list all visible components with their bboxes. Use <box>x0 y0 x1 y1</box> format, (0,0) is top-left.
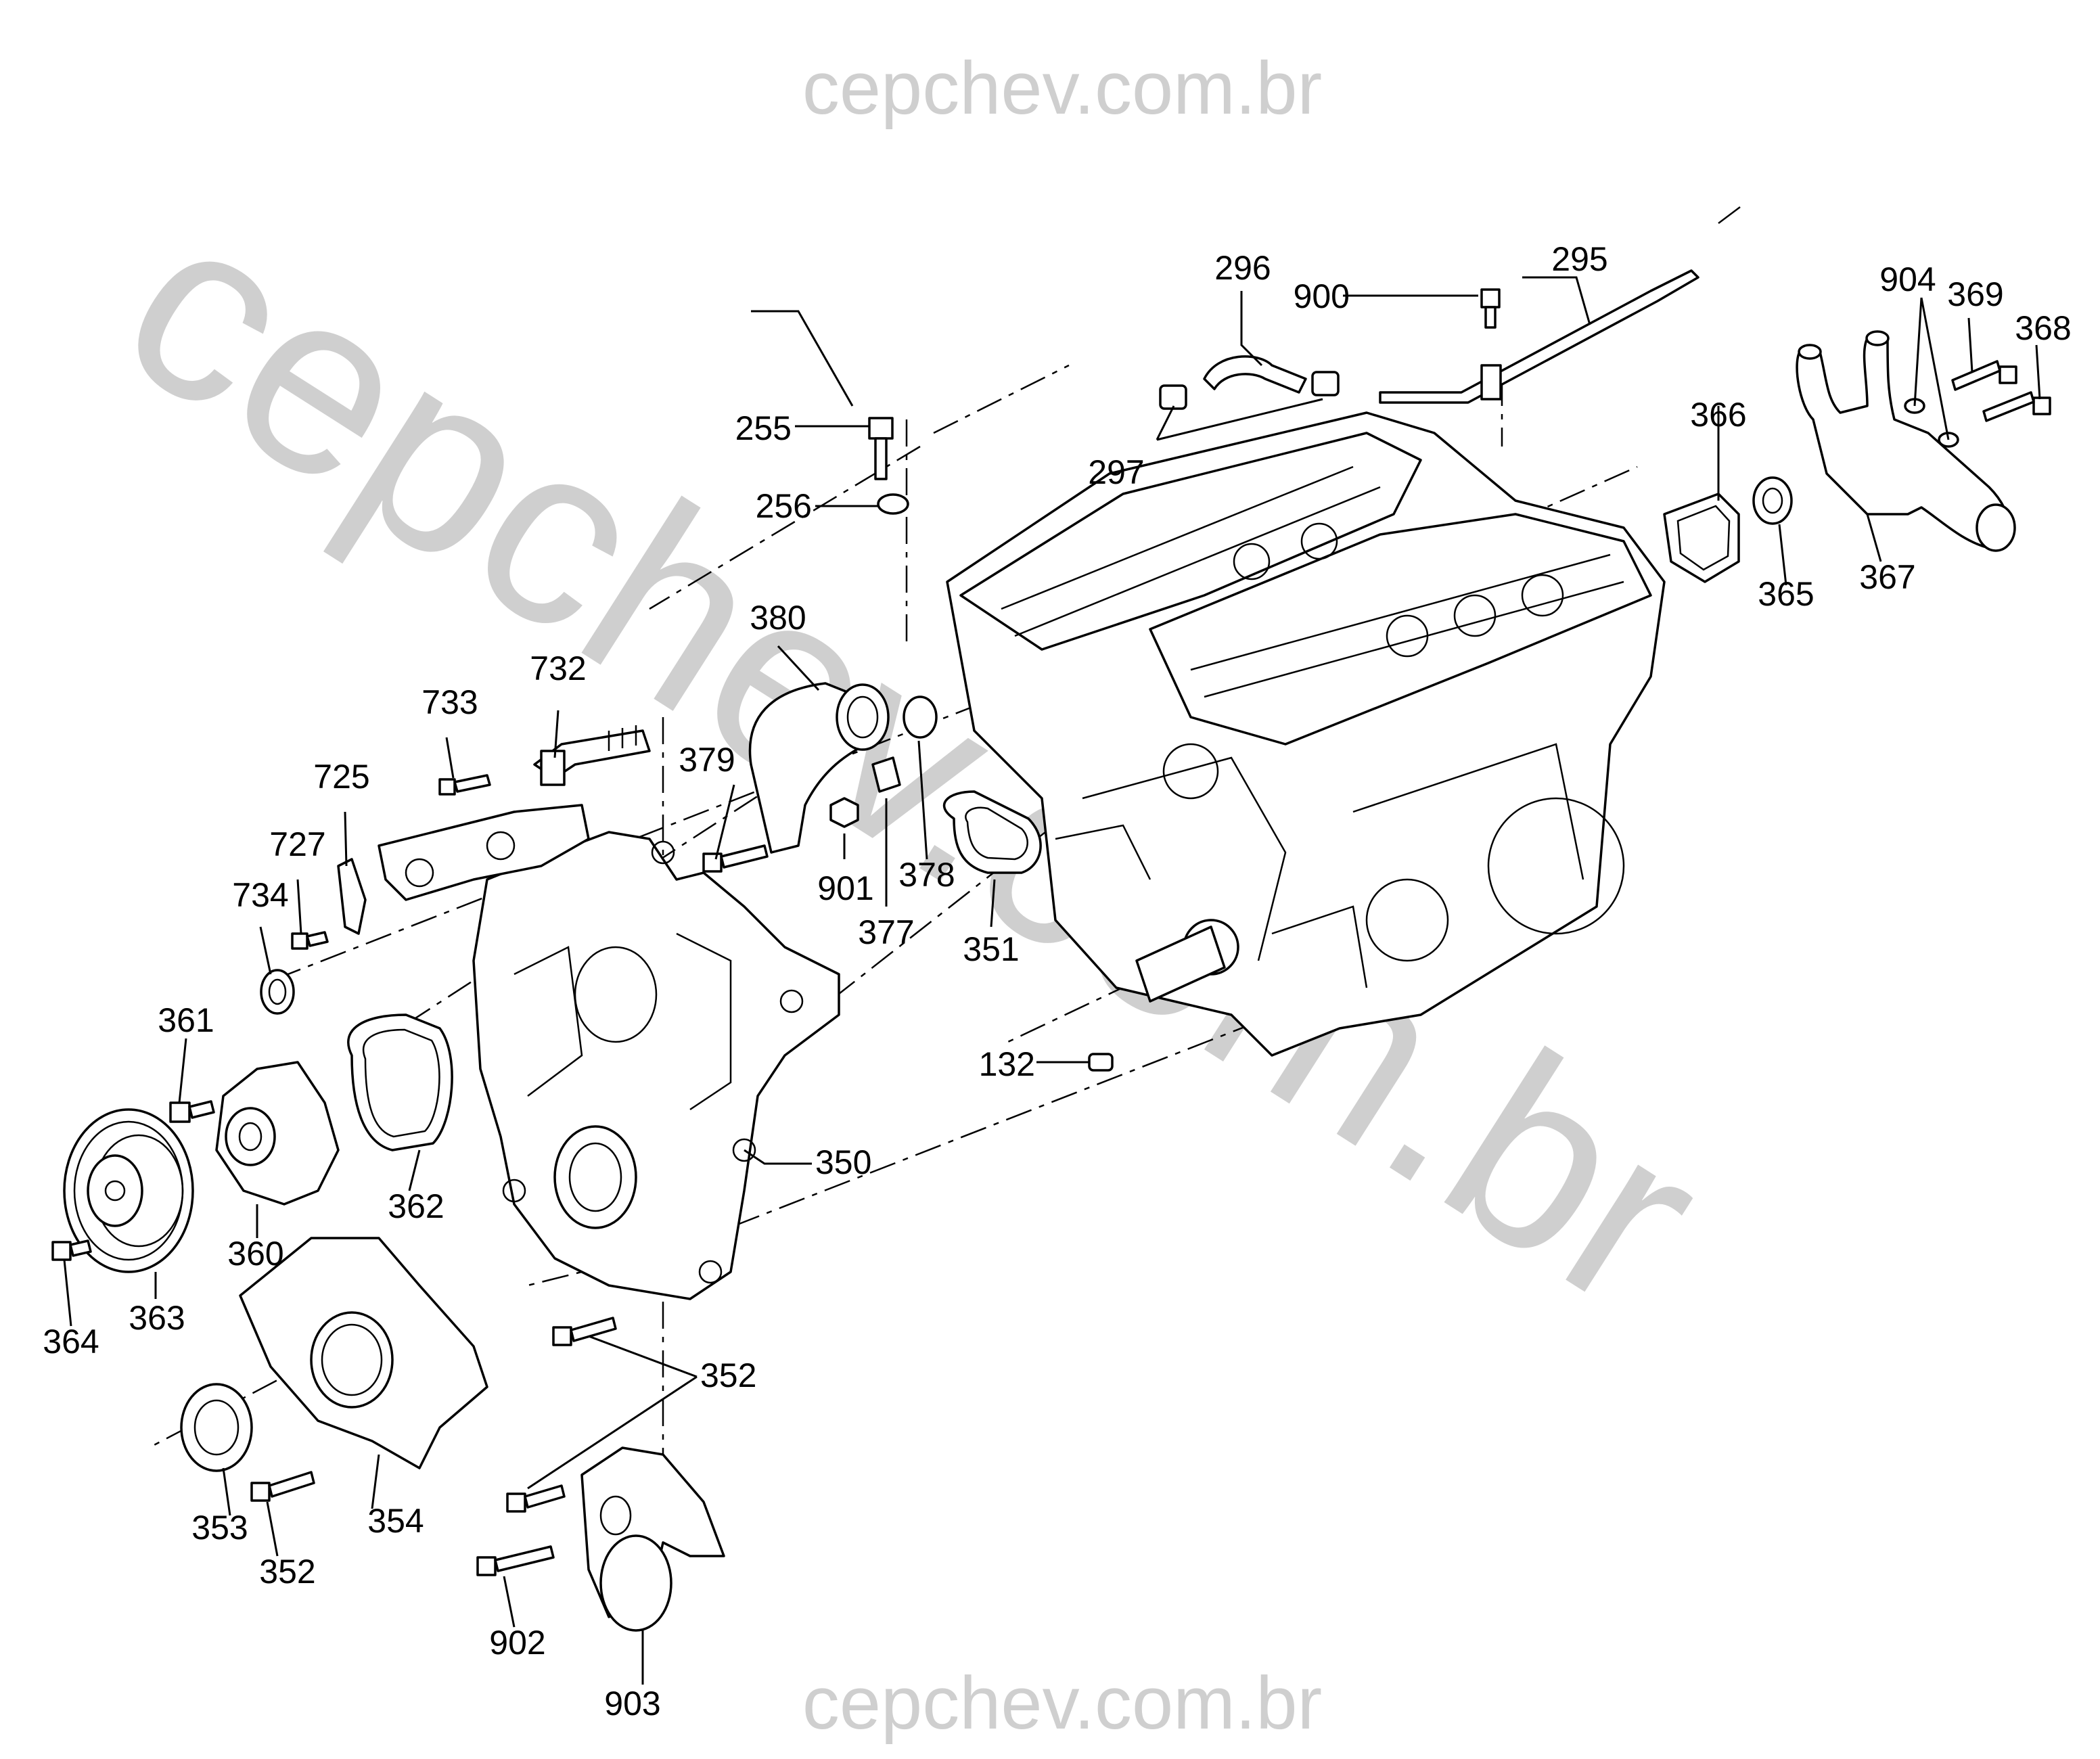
callout-295: 295 <box>1551 240 1607 278</box>
watermark-bottom: cepchev.com.br <box>802 1662 1322 1745</box>
bolt-900 <box>1480 288 1501 329</box>
callout-380: 380 <box>750 599 806 637</box>
tensioner-903 <box>580 1446 725 1632</box>
front-seal-353 <box>180 1383 253 1472</box>
water-pump-360 <box>215 1061 340 1206</box>
camshaft-housing <box>378 804 590 901</box>
seal-734 <box>260 969 295 1015</box>
callout-367: 367 <box>1859 558 1915 596</box>
callout-354: 354 <box>367 1502 424 1540</box>
seal-256 <box>877 493 909 515</box>
dowel-132 <box>1088 1053 1114 1072</box>
callout-900: 900 <box>1294 277 1350 315</box>
callout-734: 734 <box>232 876 288 914</box>
sensor-725 <box>337 858 367 935</box>
callout-377: 377 <box>858 913 914 951</box>
pulley-363 <box>63 1108 194 1273</box>
gasket-351 <box>942 790 1042 874</box>
thermostat-housing-367 <box>1796 330 2016 552</box>
callout-902: 902 <box>489 1624 545 1662</box>
callout-364: 364 <box>43 1323 99 1361</box>
callout-256: 256 <box>756 487 812 525</box>
clip-377 <box>871 756 901 793</box>
callout-350: 350 <box>815 1143 871 1181</box>
bolt-733 <box>438 774 491 796</box>
callout-297: 297 <box>1088 453 1144 491</box>
bolt-255 <box>868 417 894 480</box>
thermostat-365 <box>1752 476 1793 525</box>
bolt-379 <box>702 844 769 873</box>
callout-366: 366 <box>1690 396 1746 434</box>
callout-labels: 295 296 900 904 369 368 255 256 297 366 … <box>43 240 2071 1722</box>
coolant-hose-296 <box>1203 355 1307 394</box>
callout-725: 725 <box>313 758 369 796</box>
callout-368: 368 <box>2015 309 2071 347</box>
callout-903: 903 <box>604 1685 660 1722</box>
callout-255: 255 <box>735 409 792 447</box>
callout-901: 901 <box>817 869 873 907</box>
leader-lines <box>63 276 2041 1685</box>
bolt-368 <box>1982 391 2051 422</box>
bolt-364 <box>51 1239 92 1261</box>
timing-cover-354 <box>239 1237 488 1469</box>
callout-365: 365 <box>1758 575 1814 613</box>
bolt-352-center <box>552 1317 617 1346</box>
callout-378: 378 <box>898 856 955 894</box>
hose-clips-297 <box>1159 371 1340 410</box>
bolt-902 <box>476 1545 555 1576</box>
pump-gasket-362 <box>347 1013 453 1151</box>
bolt-352-upper <box>506 1484 566 1513</box>
engine-block <box>946 411 1666 1057</box>
callout-732: 732 <box>530 649 586 687</box>
callout-904: 904 <box>1879 260 1936 298</box>
callout-733: 733 <box>421 683 478 721</box>
callout-379: 379 <box>679 741 735 779</box>
bolt-369 <box>1951 360 2017 391</box>
water-outlet-380 <box>748 682 890 854</box>
engine-front-cover-350 <box>472 831 840 1300</box>
callout-727: 727 <box>269 825 325 863</box>
oil-level-tube <box>1379 269 1699 404</box>
callout-361: 361 <box>158 1001 214 1039</box>
callout-132: 132 <box>979 1045 1035 1083</box>
callout-369: 369 <box>1947 275 2003 313</box>
callout-352-left: 352 <box>259 1553 315 1591</box>
nut-901 <box>829 797 859 828</box>
callout-352-right: 352 <box>700 1356 756 1394</box>
bolt-361 <box>169 1100 215 1123</box>
seal-ring-378 <box>903 695 938 739</box>
callout-360: 360 <box>227 1235 283 1273</box>
callout-351: 351 <box>963 930 1019 968</box>
callout-363: 363 <box>129 1299 185 1337</box>
thermostat-gasket-366 <box>1663 493 1740 583</box>
callout-296: 296 <box>1214 249 1271 287</box>
watermark-top: cepchev.com.br <box>802 47 1322 130</box>
actuator-valve-732 <box>533 725 651 786</box>
bolt-352-lower <box>250 1471 315 1502</box>
bolt-727 <box>291 931 329 950</box>
callout-353: 353 <box>191 1509 248 1547</box>
callout-362: 362 <box>388 1187 444 1225</box>
